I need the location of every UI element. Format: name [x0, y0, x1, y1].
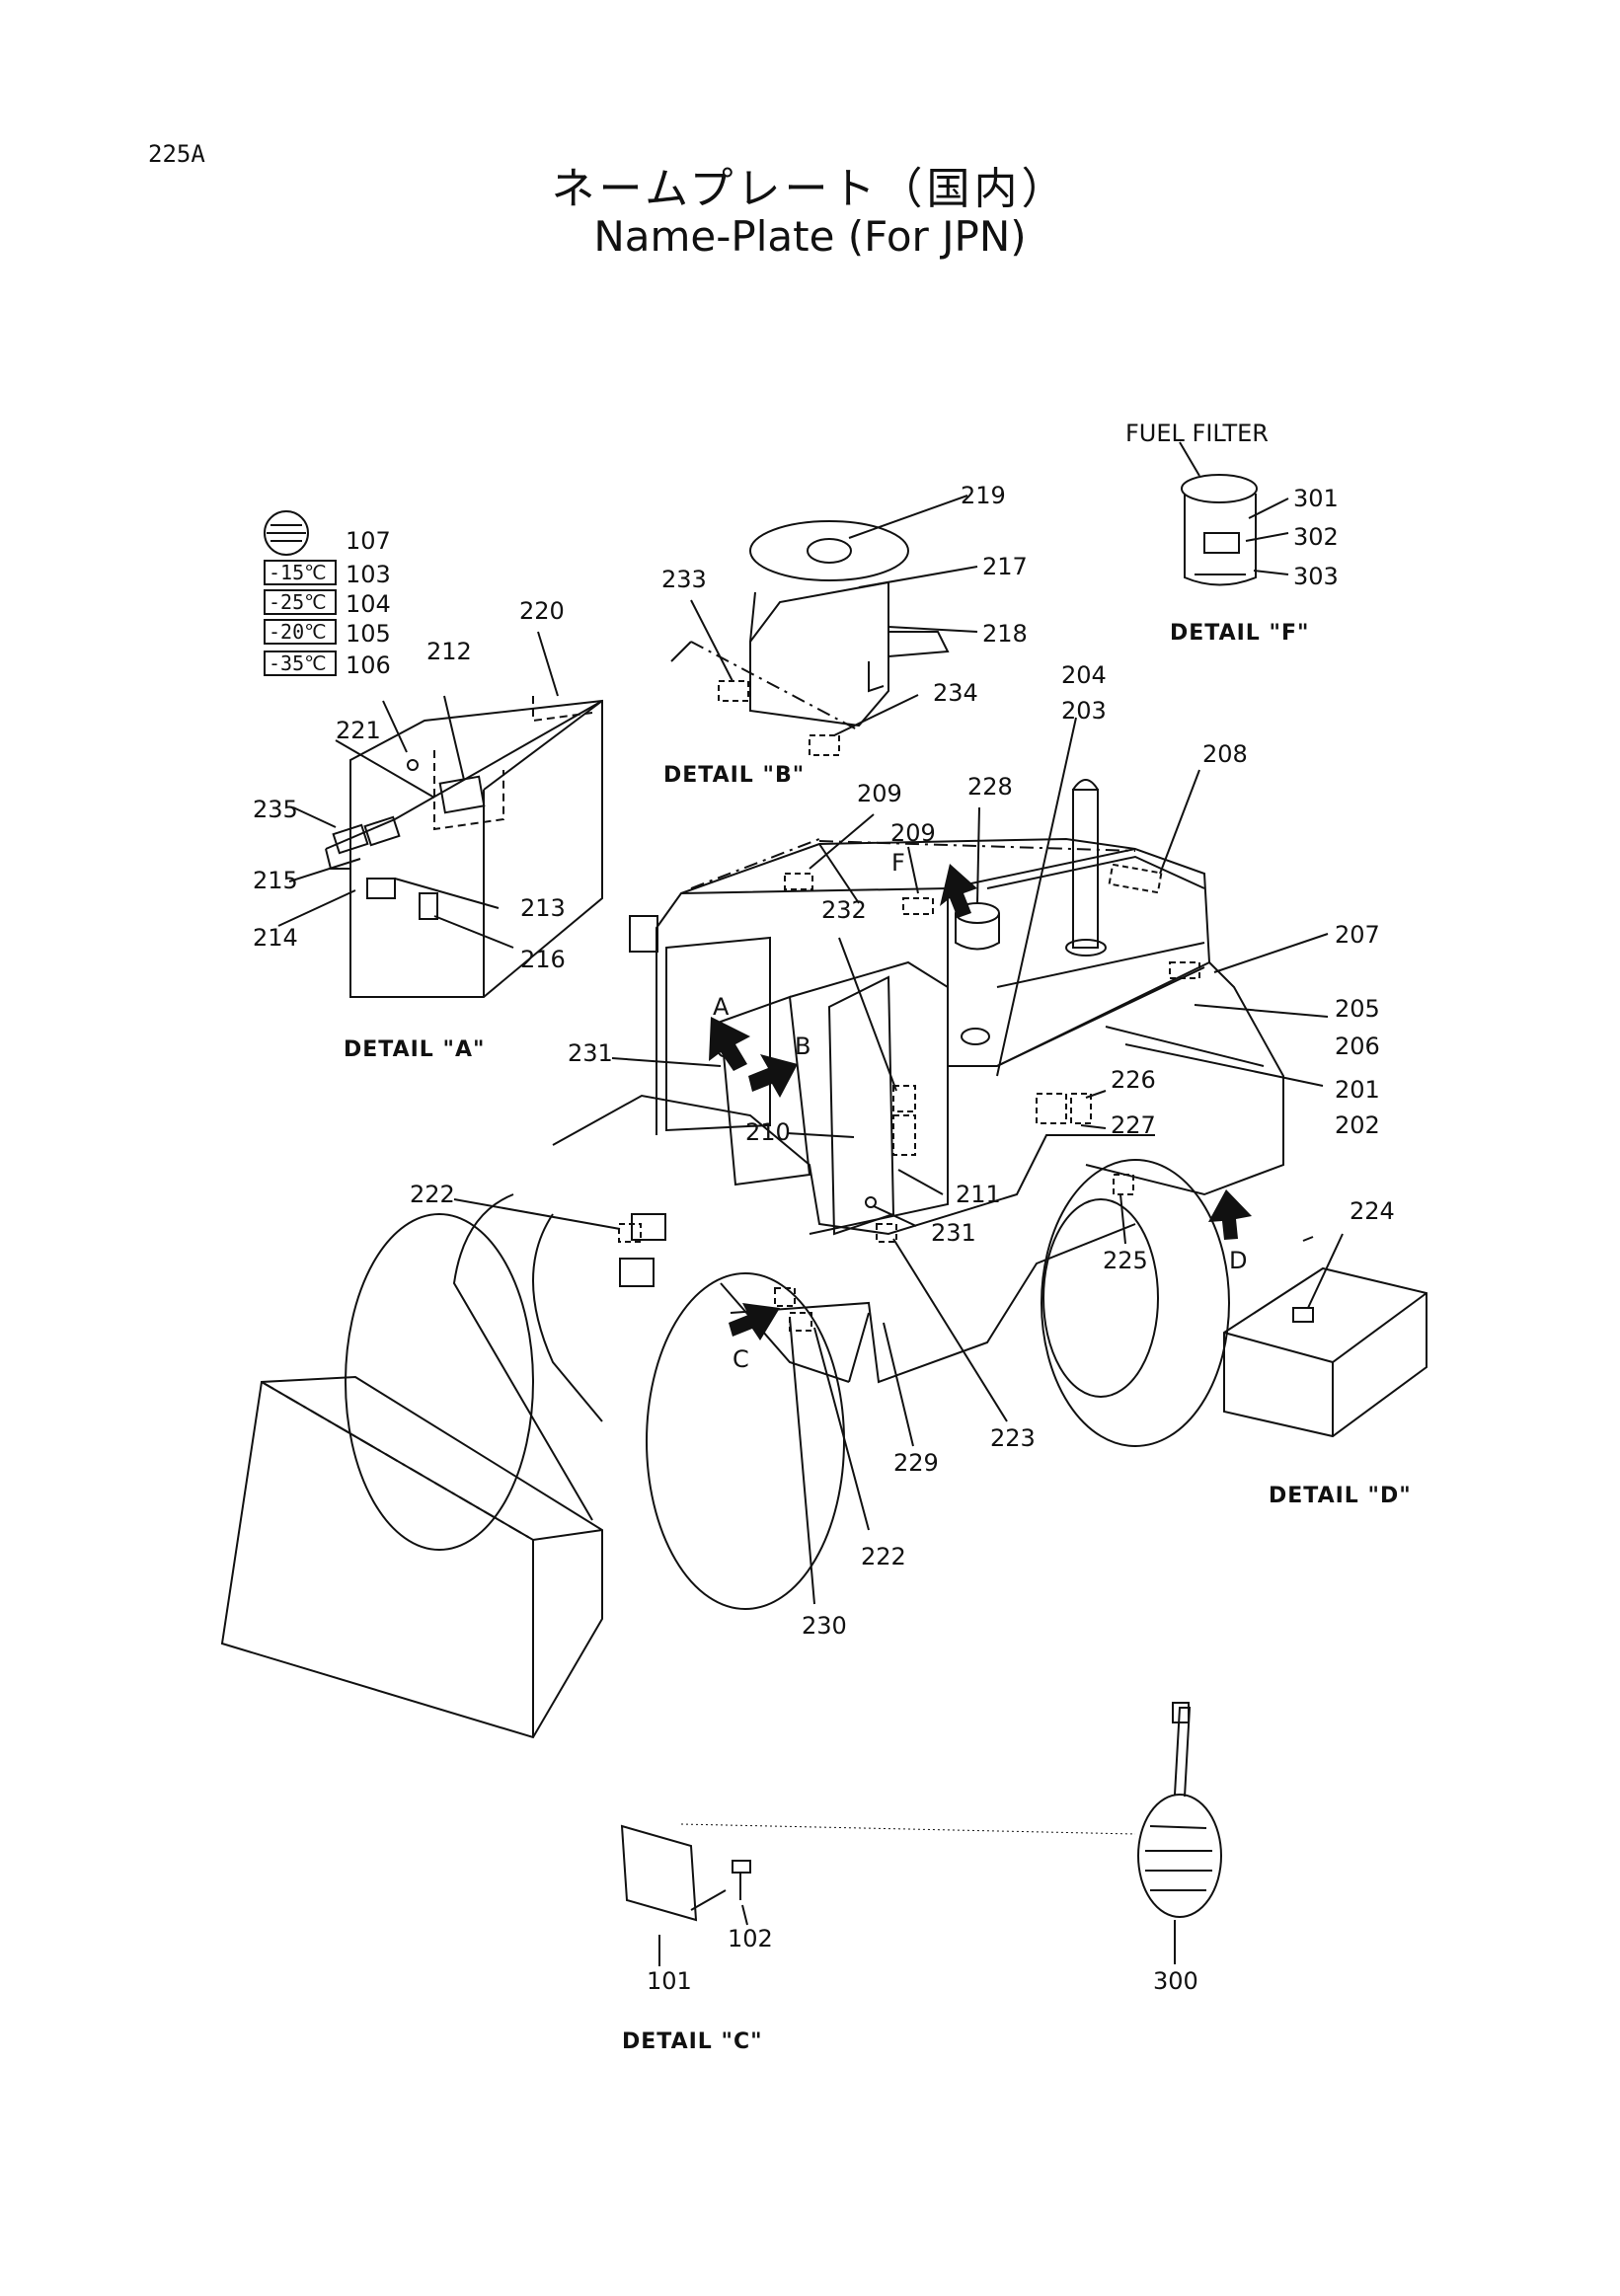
part-number: 303: [1293, 563, 1339, 590]
part-number: 218: [982, 620, 1028, 648]
part-number: 234: [933, 679, 978, 707]
part-number: 231: [568, 1039, 613, 1067]
part-number: 230: [802, 1612, 847, 1640]
temp-plate-mark: -15℃: [269, 561, 327, 584]
arrow-letter: C: [733, 1345, 749, 1373]
part-number: 209: [890, 819, 936, 847]
detail-a-label: DETAIL "A": [344, 1037, 485, 1062]
part-number: 105: [346, 620, 391, 648]
part-number: 208: [1202, 740, 1248, 768]
part-number: 101: [647, 1967, 692, 1995]
temp-plate-mark: -35℃: [269, 651, 327, 675]
arrow-letter: F: [891, 849, 905, 877]
part-number: 220: [519, 597, 565, 625]
part-number: 206: [1335, 1033, 1380, 1060]
wheel-loader-drawing: [220, 717, 1329, 1739]
part-number: 221: [336, 717, 381, 744]
part-number: 216: [520, 946, 566, 973]
part-number: 204: [1061, 661, 1107, 689]
part-number: 231: [931, 1219, 976, 1247]
part-number: 103: [346, 561, 391, 588]
part-number: 235: [253, 796, 298, 823]
part-number: 202: [1335, 1111, 1380, 1139]
arrow-letter: D: [1229, 1247, 1247, 1274]
detail-c-drawing: [620, 1702, 1222, 1966]
part-number: 211: [956, 1181, 1001, 1208]
direction-arrows: [709, 864, 1252, 1340]
page-code: 225A: [148, 140, 205, 168]
part-number: 226: [1111, 1066, 1156, 1094]
detail-c-label: DETAIL "C": [622, 2029, 763, 2054]
detail-a-drawing: [264, 510, 603, 998]
part-number: 229: [893, 1449, 939, 1477]
part-number: 106: [346, 651, 391, 679]
part-number: 228: [967, 773, 1013, 801]
part-number: 223: [990, 1424, 1036, 1452]
detail-d-label: DETAIL "D": [1269, 1484, 1412, 1508]
part-number: 233: [661, 566, 707, 593]
part-number: 212: [426, 638, 472, 665]
part-number: 300: [1153, 1967, 1198, 1995]
part-number: 209: [857, 780, 902, 807]
part-number: 104: [346, 590, 391, 618]
part-number: 203: [1061, 697, 1107, 725]
detail-b-label: DETAIL "B": [663, 763, 805, 788]
arrow-b-icon: [748, 1054, 798, 1098]
detail-b-drawing: [670, 495, 978, 756]
detail-f-label: DETAIL "F": [1170, 621, 1309, 646]
part-number: 227: [1111, 1111, 1156, 1139]
arrow-letter: B: [795, 1033, 810, 1060]
part-number: 201: [1335, 1076, 1380, 1104]
part-number: 232: [821, 896, 867, 924]
part-number: 219: [961, 482, 1006, 509]
part-number: 214: [253, 924, 298, 952]
part-number: 207: [1335, 921, 1380, 949]
arrow-f-icon: [940, 864, 977, 918]
part-number: 215: [253, 867, 298, 894]
part-number: 302: [1293, 523, 1339, 551]
detail-d-drawing: [1223, 1233, 1427, 1438]
temp-plate-mark: -25℃: [269, 590, 327, 614]
part-number: 107: [346, 527, 391, 555]
part-number: 222: [410, 1181, 455, 1208]
arrow-c-icon: [729, 1303, 780, 1340]
part-number: 301: [1293, 485, 1339, 512]
title-japanese: ネームプレート（国内）: [551, 164, 1069, 214]
arrow-a-icon: [709, 1017, 750, 1071]
temp-plate-mark: -20℃: [269, 620, 327, 644]
arrow-letter: A: [713, 993, 730, 1021]
part-number: 102: [728, 1925, 773, 1952]
part-number: 205: [1335, 995, 1380, 1023]
fuel-filter-label: FUEL FILTER: [1125, 420, 1269, 447]
part-number: 213: [520, 894, 566, 922]
part-number: 217: [982, 553, 1028, 580]
temperature-plates: [264, 560, 337, 676]
detail-f-drawing: [1179, 441, 1289, 586]
part-number: 210: [745, 1118, 791, 1146]
part-number: 225: [1103, 1247, 1148, 1274]
round-plate-icon: [264, 510, 309, 556]
part-number: 222: [861, 1543, 906, 1570]
part-number: 224: [1350, 1197, 1395, 1225]
arrow-d-icon: [1208, 1189, 1252, 1240]
title-english: Name-Plate (For JPN): [593, 212, 1027, 261]
